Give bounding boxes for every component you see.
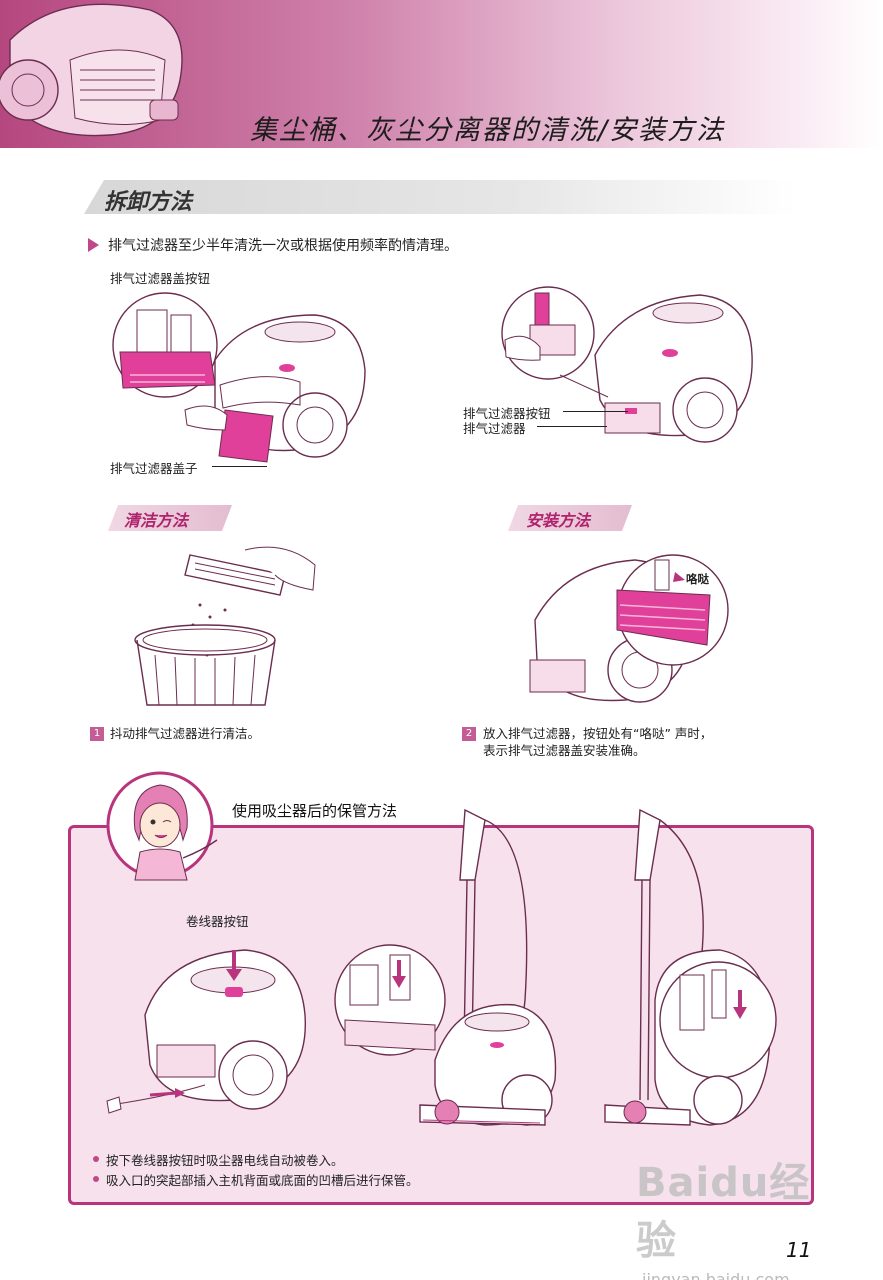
cleaning-title: 清洁方法 [124,511,189,530]
install-step-text-line1: 放入排气过滤器，按钮处有“咯哒” 声时， [483,726,713,741]
filter-cover-removal-illustration [112,292,366,463]
step-number-badge: 1 [90,727,104,741]
section-tab-bar [84,180,796,214]
page-number: 11 [786,1238,812,1262]
cord-button-label: 卷线器按钮 [186,914,249,929]
leader-line [212,466,267,467]
step-number-badge: 2 [462,727,476,741]
mascot-girl-illustration [106,771,218,881]
cleaning-step-text: 抖动排气过滤器进行清洁。 [110,726,261,741]
vacuum-header-illustration [0,3,183,137]
cleaning-tab [108,505,232,531]
cord-rewind-illustration [106,949,306,1114]
leader-line [563,411,628,412]
filter-install-illustration [529,554,729,703]
shaking-filter-illustration [134,546,316,706]
filter-removal-illustration [501,286,753,443]
triangle-bullet-icon [88,238,99,252]
intro-text: 排气过滤器至少半年清洗一次或根据使用频率酌情清理。 [108,238,458,254]
install-step-text-line2: 表示排气过滤器盖安装准确。 [483,743,646,758]
label-cover: 排气过滤器盖子 [110,461,198,476]
install-title: 安装方法 [526,511,591,530]
storage-title: 使用吸尘器后的保管方法 [228,800,402,821]
label-cover-button: 排气过滤器盖按钮 [110,271,211,286]
bullet-dot [93,1156,99,1162]
click-sound-label: 咯哒 [686,572,709,586]
storage-note-2: 吸入口的突起部插入主机背面或底面的凹槽后进行保管。 [106,1173,419,1188]
watermark-brand: Baidu经验 [636,1160,811,1264]
page-title: 集尘桶、灰尘分离器的清洗/安装方法 [250,115,726,146]
install-tab [508,505,632,531]
label-filter-button: 排气过滤器按钮 [463,406,551,421]
label-filter: 排气过滤器 [463,421,526,436]
watermark-url: jingyan.baidu.com [642,1270,790,1280]
bullet-dot [93,1176,99,1182]
section-title: 拆卸方法 [104,190,193,215]
leader-line [537,426,607,427]
baidu-watermark: Baidu经验 jingyan.baidu.com [636,1150,836,1280]
vertical-storage-illustration [604,808,777,1126]
upright-storage-illustration [334,808,557,1126]
storage-note-1: 按下卷线器按钮时吸尘器电线自动被卷入。 [106,1153,344,1168]
